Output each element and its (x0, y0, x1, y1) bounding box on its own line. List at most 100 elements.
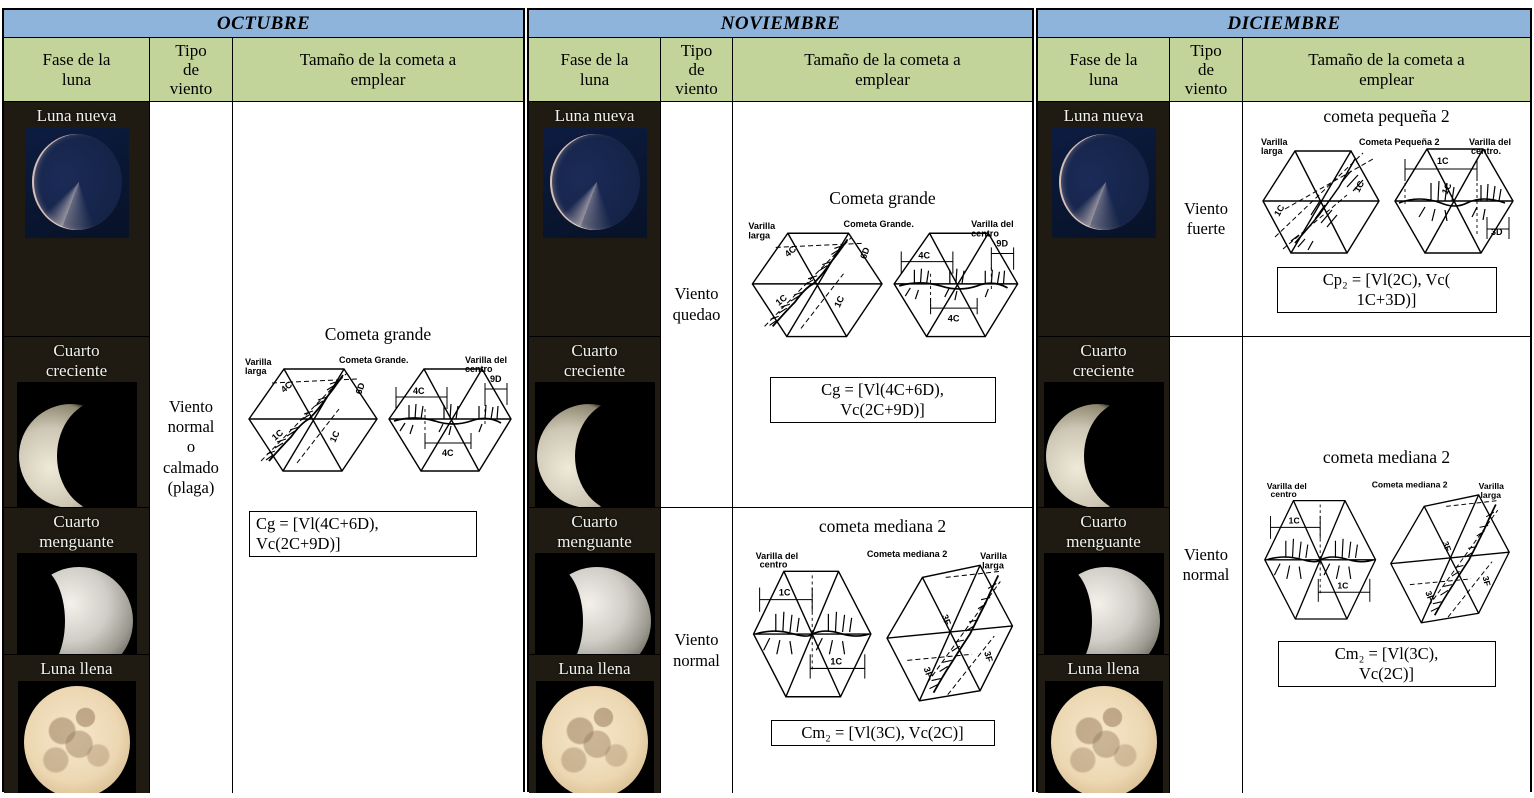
formula-line: Vc(2C+9D)] (256, 533, 341, 553)
svg-text:Cometa Grande.: Cometa Grande. (843, 219, 913, 229)
svg-text:Varilla del: Varilla del (1469, 137, 1511, 147)
kite-title: cometa pequeña 2 (1323, 106, 1450, 126)
svg-text:Varilla del: Varilla del (465, 355, 507, 365)
svg-text:Cometa mediana 2: Cometa mediana 2 (1371, 479, 1447, 489)
kite-size-column-diciembre: cometa pequeña 2 (1242, 102, 1530, 793)
waxing-crescent-moon-image (534, 382, 655, 507)
svg-text:3D: 3D (1491, 227, 1503, 237)
formula-box-cometa-mediana-2: Cm₂ = [Vl(3C), Vc(2C)] (770, 720, 995, 746)
svg-text:larga: larga (982, 560, 1005, 570)
svg-text:1C: 1C (778, 588, 790, 598)
svg-text:1C: 1C (1337, 580, 1348, 590)
svg-text:3F: 3F (982, 650, 995, 663)
svg-text:Varilla: Varilla (245, 357, 273, 367)
new-moon-image (1051, 127, 1156, 238)
kite-diagram-cometa-mediana-2: Varilla del centro Cometa mediana 2 Vari… (1251, 472, 1523, 640)
svg-text:centro: centro (971, 228, 999, 238)
svg-text:3F: 3F (1423, 590, 1436, 603)
formula-box-cometa-pequena-2: Cp₂ = [Vl(2C), Vc( 1C+3D)] (1276, 267, 1497, 313)
formula-box-cometa-grande: Cg = [Vl(4C+6D), Vc(2C+9D)] (769, 377, 996, 423)
kite-size-column-noviembre: Cometa grande (732, 102, 1032, 793)
cometa-mediana-2-drawing: Varilla del centro Cometa mediana 2 Vari… (1263, 479, 1510, 624)
month-title-diciembre: DICIEMBRE (1038, 10, 1530, 38)
svg-text:3F: 3F (1440, 540, 1453, 553)
kite-cell-cometa-mediana-2: cometa mediana 2 (1243, 336, 1530, 793)
svg-text:1C: 1C (328, 429, 342, 444)
waning-gibbous-moon-image (1043, 553, 1164, 654)
moon-label: Luna llena (40, 659, 113, 678)
moon-cell-luna-nueva: Luna nueva (4, 102, 149, 336)
cometa-pequena-2-drawing: Varilla larga Cometa Pequeña 2 Varilla d… (1261, 137, 1514, 254)
cometa-mediana-2-drawing: Varilla del centro Cometa mediana 2 Vari… (752, 549, 1013, 702)
svg-text:larga: larga (1480, 490, 1501, 500)
svg-text:Varilla: Varilla (1261, 137, 1289, 147)
moon-label: Luna llena (1067, 659, 1140, 678)
kite-diagram-cometa-grande: Varilla larga Cometa Grande. Varilla del… (239, 349, 517, 509)
svg-text:Cometa Pequeña 2: Cometa Pequeña 2 (1359, 137, 1440, 147)
new-moon-image (24, 127, 129, 238)
svg-text:Varilla del: Varilla del (971, 219, 1014, 229)
kite-title: Cometa grande (324, 324, 432, 344)
svg-text:larga: larga (245, 366, 268, 376)
svg-text:1C: 1C (1439, 181, 1453, 196)
waning-gibbous-moon-image (534, 553, 655, 654)
svg-text:9D: 9D (490, 374, 502, 384)
svg-text:1C: 1C (830, 656, 842, 666)
svg-text:6D: 6D (353, 381, 367, 396)
svg-text:1C: 1C (1351, 179, 1365, 194)
kite-cell-cometa-pequena-2: cometa pequeña 2 (1243, 102, 1530, 336)
svg-text:Varilla del: Varilla del (755, 551, 798, 561)
svg-text:3F: 3F (1480, 575, 1492, 587)
kite-cell-cometa-grande: Cometa grande (233, 102, 523, 793)
formula-line: Cm₂ = [Vl(3C), (1334, 644, 1439, 663)
moon-label: Luna nueva (36, 106, 117, 125)
waxing-crescent-moon-image (16, 382, 137, 507)
cometa-grande-drawing: Varilla larga Cometa Grande. Varilla del… (245, 355, 512, 472)
svg-text:6D: 6D (858, 246, 872, 261)
formula-line: Vc(2C)] (1359, 663, 1414, 683)
svg-text:Cometa Grande.: Cometa Grande. (339, 355, 409, 365)
moon-label: Luna llena (558, 659, 631, 678)
svg-text:1C: 1C (1288, 516, 1299, 526)
svg-text:centro.: centro. (1471, 146, 1501, 156)
svg-text:larga: larga (1261, 146, 1284, 156)
svg-text:1C: 1C (1437, 156, 1449, 166)
svg-text:Varilla del: Varilla del (1266, 481, 1306, 491)
kite-diagram-cometa-mediana-2: Varilla del centro Cometa mediana 2 Vari… (745, 541, 1021, 719)
month-title-noviembre: NOVIEMBRE (529, 10, 1032, 38)
svg-text:3F: 3F (921, 666, 934, 680)
kite-diagram-cometa-pequena-2: Varilla larga Cometa Pequeña 2 Varilla d… (1255, 131, 1519, 266)
svg-text:1C: 1C (1272, 203, 1287, 218)
svg-text:9D: 9D (996, 238, 1008, 248)
kite-title: cometa mediana 2 (1322, 447, 1451, 467)
